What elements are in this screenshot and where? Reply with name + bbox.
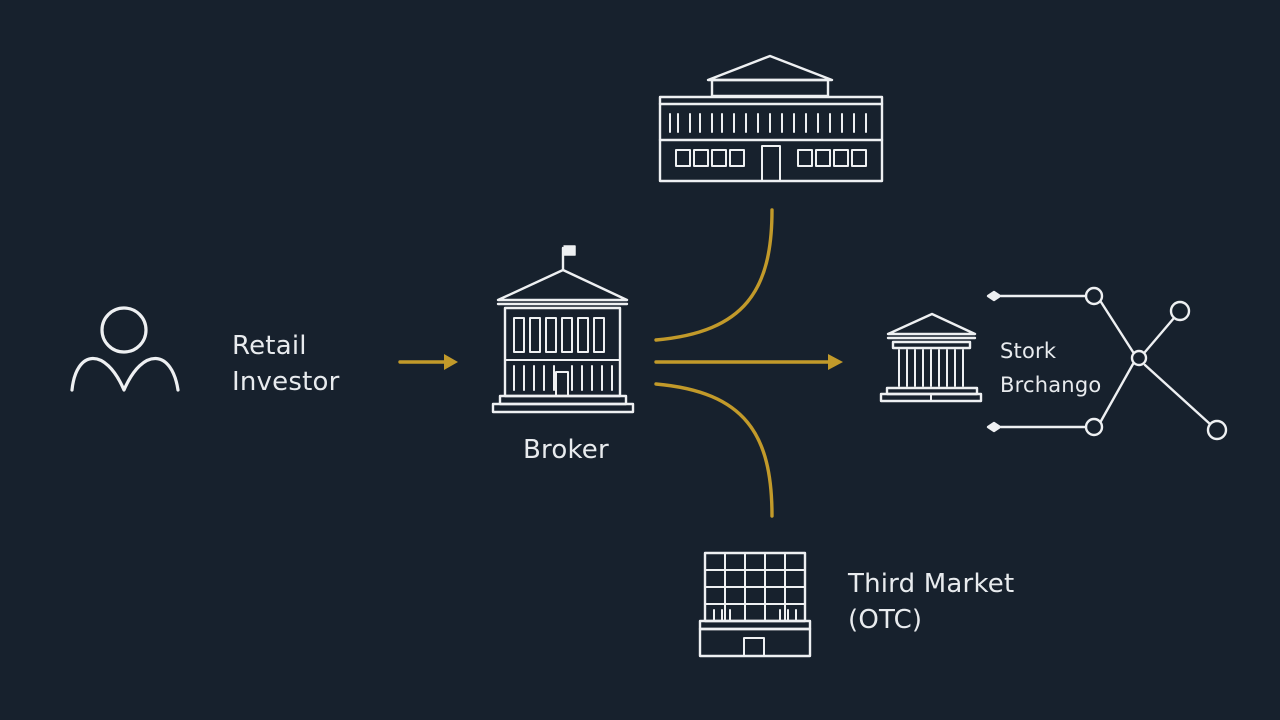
otc-line1: Third Market [848,569,1015,599]
broker-label: Broker [523,435,609,465]
exchange-line1: Stork [1000,339,1057,363]
otc-line2: (OTC) [848,605,923,635]
exchange-hall-icon [658,54,884,183]
broker-to-otc-curve [654,382,774,518]
network-nodes-icon [986,286,1228,441]
investor-to-broker-arrow [398,354,458,370]
exchange-line2: Brchango [1000,373,1102,397]
investor-line2: Investor [232,367,340,397]
third-market-label: Third Market (OTC) [848,566,1014,638]
office-tower-icon [698,551,812,658]
person-icon [70,306,180,392]
broker-to-exchange-arrow [654,354,843,370]
retail-investor-label: Retail Investor [232,328,339,400]
broker-to-top-exchange-curve [654,208,774,342]
stock-exchange-label: Stork Brchango [1000,334,1101,402]
investor-line1: Retail [232,331,307,361]
columns-building-icon [879,312,983,403]
bank-building-icon [491,245,635,414]
